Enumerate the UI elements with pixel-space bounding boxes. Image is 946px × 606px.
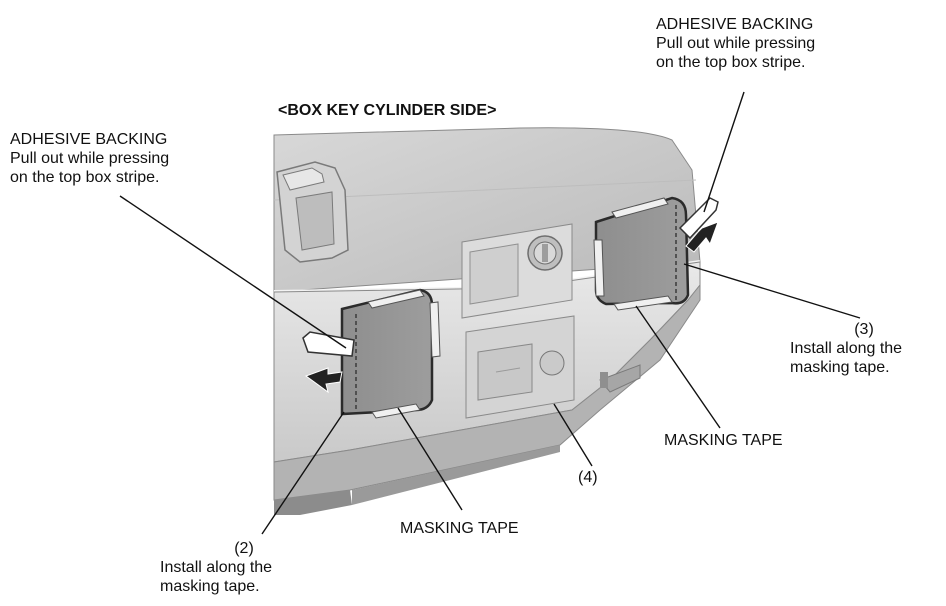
pull-arrow-right [685,221,719,253]
leader-item2 [261,411,345,535]
release-button-icon [477,343,565,401]
label-masking-tape-left: MASKING TAPE [400,520,519,537]
callout-backing-right-line1: Pull out while pressing [656,35,816,52]
callout-backing-left: ADHESIVE BACKING Pull out while pressing… [10,130,169,187]
view-heading: <BOX KEY CYLINDER SIDE> [278,102,497,119]
stripe-left [340,288,434,416]
lid-latch [276,161,349,263]
leader-tape-left [397,407,463,511]
leader-lines [119,91,861,535]
callout-item3: (3) Install along the masking tape. [790,320,940,377]
pull-arrow-left [304,367,343,394]
leader-backing-left [119,195,347,349]
leader-item3 [683,263,861,319]
callout-backing-right-line2: on the top box stripe. [656,54,806,71]
callout-backing-left-line1: Pull out while pressing [10,150,170,167]
key-cylinder-panel [461,223,575,419]
label-masking-tape-right: MASKING TAPE [664,432,783,449]
callout-item3-number: (3) [854,321,874,338]
callout-item2-line2: masking tape. [160,578,260,595]
leader-tape-right [635,305,721,429]
callout-backing-right: ADHESIVE BACKING Pull out while pressing… [656,15,815,72]
adhesive-backing-left [302,331,355,357]
masking-tape-right [593,197,673,311]
masking-tape-left [367,289,441,419]
callout-item2-number: (2) [234,540,254,557]
adhesive-backing-right [678,197,719,240]
callout-item4-number: (4) [578,469,598,486]
leader-backing-right [703,91,745,213]
callout-item3-line2: masking tape. [790,359,890,376]
stripe-right [594,196,690,306]
callout-backing-left-line2: on the top box stripe. [10,169,160,186]
callout-backing-left-title: ADHESIVE BACKING [10,131,168,148]
callout-item2: (2) Install along the masking tape. [160,539,340,596]
leader-item4 [553,403,593,467]
key-lock-icon [527,235,563,271]
callout-backing-right-title: ADHESIVE BACKING [656,16,814,33]
callout-item3-line1: Install along the [790,340,903,357]
callout-item2-line1: Install along the [160,559,273,576]
